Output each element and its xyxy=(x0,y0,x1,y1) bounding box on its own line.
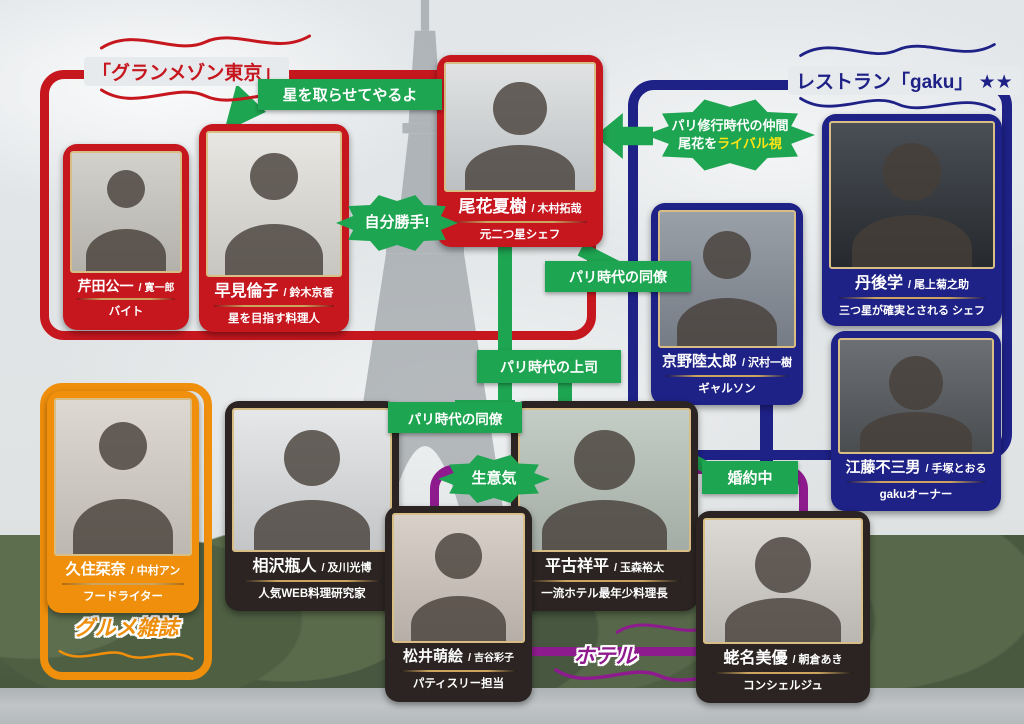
character-name: 尾花夏樹/木村拓哉 xyxy=(458,197,582,217)
character-name: 京野陸太郎/沢村一樹 xyxy=(661,353,793,370)
relation-label-give-star: 星を取らせてやるよ xyxy=(258,79,442,110)
relation-label-paris-colleague-kyono: パリ時代の同僚 xyxy=(545,261,691,292)
character-role: バイト xyxy=(108,306,144,319)
character-card-eto: 江藤不三男/手塚とおる gakuオーナー xyxy=(831,331,1001,511)
divider xyxy=(214,304,334,307)
character-photo xyxy=(232,408,392,552)
character-name: 蛯名美優/朝倉あき xyxy=(723,650,843,667)
character-name: 久住栞奈/中村アン xyxy=(65,561,181,578)
flourish-ornament xyxy=(58,649,194,661)
hotel-group-title: ホテル xyxy=(573,645,637,668)
grandmaison-group-title: 「グランメゾン東京」 xyxy=(84,57,290,86)
character-card-obana: 尾花夏樹/木村拓哉 元二つ星シェフ xyxy=(437,55,603,247)
character-photo xyxy=(829,121,995,269)
rival-line2: 尾花をライバル視 xyxy=(678,136,782,151)
divider xyxy=(76,298,176,301)
flourish-ornament xyxy=(100,34,311,50)
gourmet-group-frame xyxy=(40,383,212,680)
divider xyxy=(62,582,184,585)
character-name: 丹後学/尾上菊之助 xyxy=(854,275,970,292)
gourmet-group-title: グルメ雑誌 xyxy=(73,617,179,640)
character-name: 平古祥平/玉森裕太 xyxy=(544,558,665,575)
character-photo xyxy=(206,131,342,277)
connector-line-obana-down xyxy=(498,240,512,356)
connector-line-to-hirako xyxy=(558,382,572,404)
divider xyxy=(712,671,854,674)
relation-label-paris-boss: パリ時代の上司 xyxy=(477,350,621,383)
character-card-kyono: 京野陸太郎/沢村一樹 ギャルソン xyxy=(651,203,803,405)
character-card-serita: 芹田公一/寛一郎 バイト xyxy=(63,144,189,330)
rival-highlight: ライバル視 xyxy=(717,136,782,151)
character-card-ebina: 蛯名美優/朝倉あき コンシェルジュ xyxy=(696,511,870,703)
character-photo xyxy=(444,62,596,193)
character-role: パティスリー担当 xyxy=(412,677,505,690)
character-role: gakuオーナー xyxy=(879,488,953,501)
character-photo xyxy=(70,151,182,273)
character-role: コンシェルジュ xyxy=(743,679,823,692)
character-name: 江藤不三男/手塚とおる xyxy=(845,459,987,476)
flourish-ornament xyxy=(799,97,996,111)
rival-line1: パリ修行時代の仲間 xyxy=(671,118,789,134)
character-card-kusumi: 久住栞奈/中村アン フードライター xyxy=(47,391,199,613)
character-role: フードライター xyxy=(82,590,164,603)
character-role: ギャルソン xyxy=(698,382,756,395)
character-card-hayami: 早見倫子/鈴木京香 星を目指す料理人 xyxy=(199,124,349,332)
character-photo xyxy=(54,398,192,556)
character-name: 早見倫子/鈴木京香 xyxy=(214,283,334,300)
character-card-hirako: 平古祥平/玉森裕太 一流ホテル最年少料理長 xyxy=(511,401,698,611)
divider xyxy=(528,579,681,582)
divider xyxy=(847,480,985,483)
character-photo xyxy=(838,338,994,454)
divider xyxy=(838,296,986,299)
divider xyxy=(399,669,518,672)
relation-label-engaged: 婚約中 xyxy=(702,461,798,494)
character-role: 星を目指す料理人 xyxy=(228,312,320,325)
character-role: 人気WEB料理研究家 xyxy=(258,587,366,600)
character-card-matsui: 松井萌絵/吉谷彩子 パティスリー担当 xyxy=(385,506,532,702)
divider xyxy=(241,579,383,582)
flourish-ornament xyxy=(799,43,996,57)
character-card-aizawa: 相沢瓶人/及川光博 人気WEB料理研究家 xyxy=(225,401,399,611)
kyono-gaku-connector xyxy=(760,400,773,462)
divider xyxy=(453,221,587,223)
character-photo xyxy=(392,513,525,643)
character-photo xyxy=(703,518,863,644)
character-name: 松井萌絵/吉谷彩子 xyxy=(402,648,515,665)
character-role: 元二つ星シェフ xyxy=(479,229,561,241)
character-role: 三つ星が確実とされる シェフ xyxy=(838,304,986,317)
divider xyxy=(666,374,788,377)
relation-label-paris-colleague-aizawa: パリ時代の同僚 xyxy=(388,402,522,433)
character-card-tango: 丹後学/尾上菊之助 三つ星が確実とされる シェフ xyxy=(822,114,1002,326)
gaku-group-title: レストラン「gaku」 ★★ xyxy=(788,66,1021,95)
character-role: 一流ホテル最年少料理長 xyxy=(541,587,668,600)
character-name: 芹田公一/寛一郎 xyxy=(77,278,175,294)
character-name: 相沢瓶人/及川光博 xyxy=(252,558,372,575)
